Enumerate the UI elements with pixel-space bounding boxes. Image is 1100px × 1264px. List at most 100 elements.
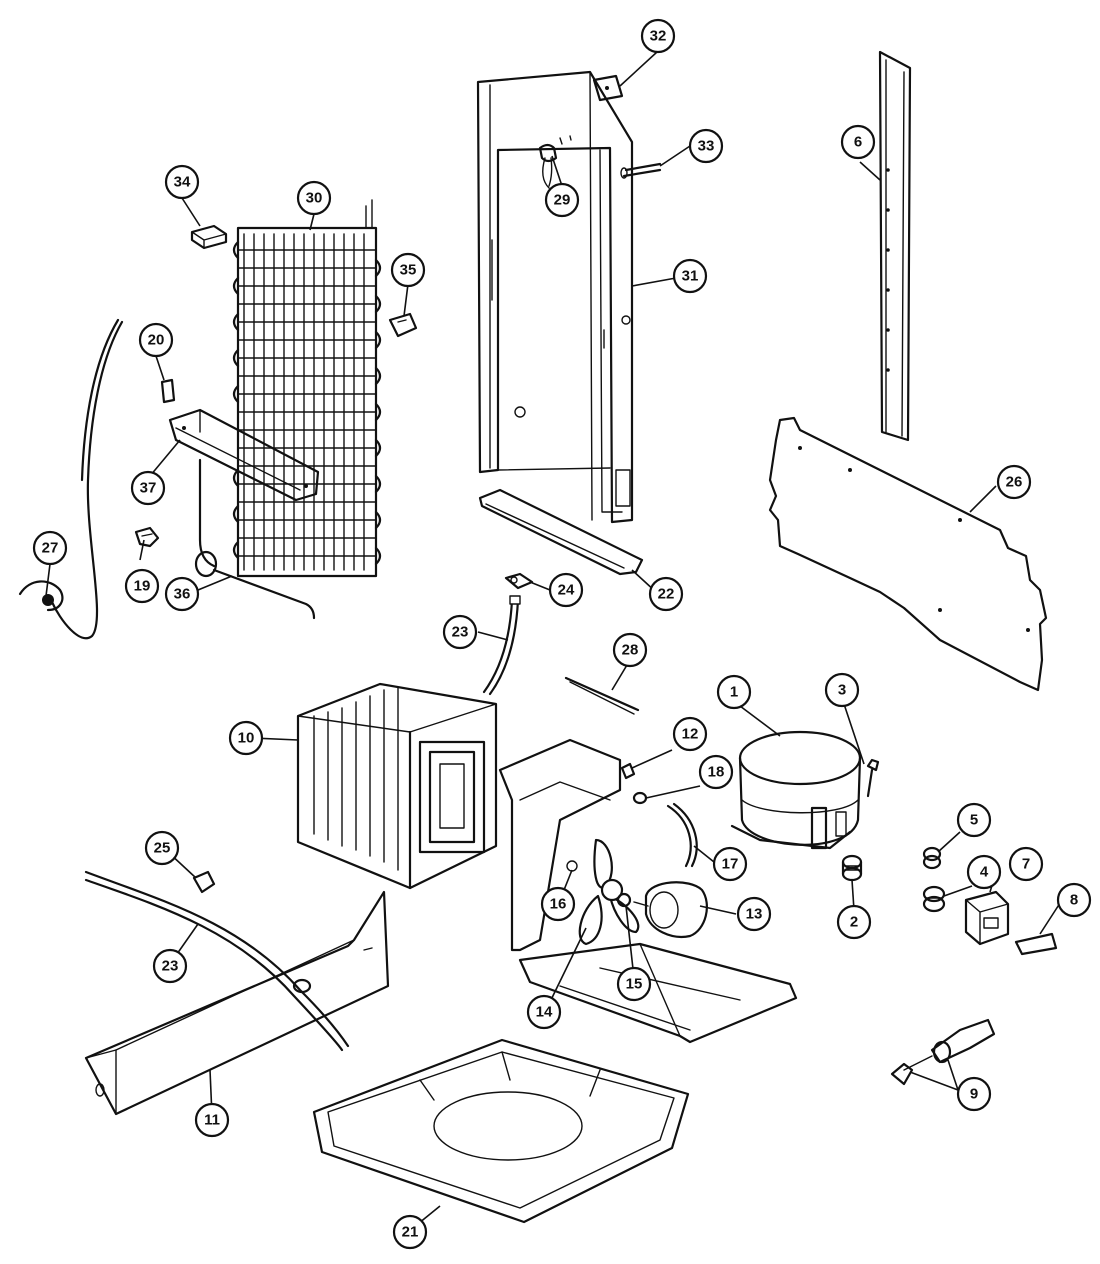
part-3-screw [866,758,880,798]
part-9-drier [890,1018,996,1086]
svg-text:12: 12 [682,726,699,743]
part-22-drain-trough [478,488,644,576]
callout-35: 35 [390,252,426,288]
part-34-block [190,224,228,250]
svg-text:34: 34 [174,174,191,191]
callout-1: 1 [716,674,752,710]
part-12-screw [620,762,636,780]
callout-14: 14 [526,994,562,1030]
part-base-plate [518,942,798,1044]
callout-23-lower: 23 [152,948,188,984]
part-26-rear-panel [768,416,1048,692]
callout-11: 11 [194,1102,230,1138]
callout-28: 28 [612,632,648,668]
svg-text:3: 3 [838,682,846,699]
svg-text:6: 6 [854,134,862,151]
svg-text:7: 7 [1022,856,1030,873]
callout-30: 30 [296,180,332,216]
part-15-fan-hub [616,892,632,908]
callout-8: 8 [1056,882,1092,918]
part-30-evaporator-coil [232,199,382,578]
callout-4: 4 [966,854,1002,890]
part-29-wire-connector [538,135,572,189]
callout-20: 20 [138,322,174,358]
svg-text:4: 4 [980,864,989,881]
part-4-grommet [922,885,946,913]
callout-23-upper: 23 [442,614,478,650]
callout-27: 27 [32,530,68,566]
callout-29: 29 [544,182,580,218]
svg-text:16: 16 [550,896,567,913]
callout-26: 26 [996,464,1032,500]
part-23-drain-tube-lower [84,870,350,1052]
svg-text:18: 18 [708,764,725,781]
svg-text:23: 23 [452,624,469,641]
part-5-nut [922,846,942,870]
svg-text:9: 9 [970,1086,978,1103]
callout-18: 18 [698,754,734,790]
part-28-rod [564,676,640,715]
part-17-strap [666,802,698,868]
part-18-grommet [632,791,648,805]
callout-6: 6 [840,124,876,160]
svg-text:37: 37 [140,480,157,497]
part-1-compressor [730,730,862,850]
part-23-drain-tube-upper [482,595,521,696]
callout-7: 7 [1008,846,1044,882]
svg-text:13: 13 [746,906,763,923]
callout-15: 15 [616,966,652,1002]
part-21-drain-pan [312,1038,690,1224]
part-7-relay [964,890,1010,946]
svg-text:23: 23 [162,958,179,975]
svg-text:25: 25 [154,840,171,857]
callout-16: 16 [540,886,576,922]
svg-text:26: 26 [1006,474,1023,491]
svg-text:21: 21 [402,1224,419,1241]
part-25-clip [192,870,216,894]
svg-text:33: 33 [698,138,715,155]
leader-lines [45,51,1063,1233]
callout-22: 22 [648,576,684,612]
callout-33: 33 [688,128,724,164]
svg-text:2: 2 [850,914,858,931]
svg-text:1: 1 [730,684,738,701]
callout-10: 10 [228,720,264,756]
svg-text:10: 10 [238,730,255,747]
part-13-fan-motor [633,881,708,938]
part-31-back-panel [476,70,634,524]
part-10-condenser [296,682,498,890]
callout-2: 2 [836,904,872,940]
callout-9: 9 [956,1076,992,1112]
part-6-vertical-strip [878,50,912,442]
svg-text:15: 15 [626,976,643,993]
callout-19: 19 [124,568,160,604]
part-27-power-cord [18,318,124,640]
svg-text:35: 35 [400,262,417,279]
svg-text:17: 17 [722,856,739,873]
callout-34: 34 [164,164,200,200]
part-14-fan-blade [578,838,640,946]
svg-text:11: 11 [204,1112,220,1129]
callout-25: 25 [144,830,180,866]
part-33-pin [620,162,662,179]
callout-24: 24 [548,572,584,608]
svg-text:22: 22 [658,586,675,603]
svg-text:32: 32 [650,28,667,45]
svg-text:30: 30 [306,190,323,207]
callout-5: 5 [956,802,992,838]
part-36-heater-wire [194,458,316,620]
part-20-clip [160,378,176,404]
part-11-base-rail [84,890,390,1116]
callout-32: 32 [640,18,676,54]
svg-text:24: 24 [558,582,575,599]
part-32-bracket [592,74,624,102]
callout-36: 36 [164,576,200,612]
svg-text:14: 14 [536,1004,553,1021]
svg-text:28: 28 [622,642,639,659]
part-35-clip [388,312,418,338]
callout-13: 13 [736,896,772,932]
svg-text:36: 36 [174,586,191,603]
part-19-clip [134,526,160,548]
callout-12: 12 [672,716,708,752]
